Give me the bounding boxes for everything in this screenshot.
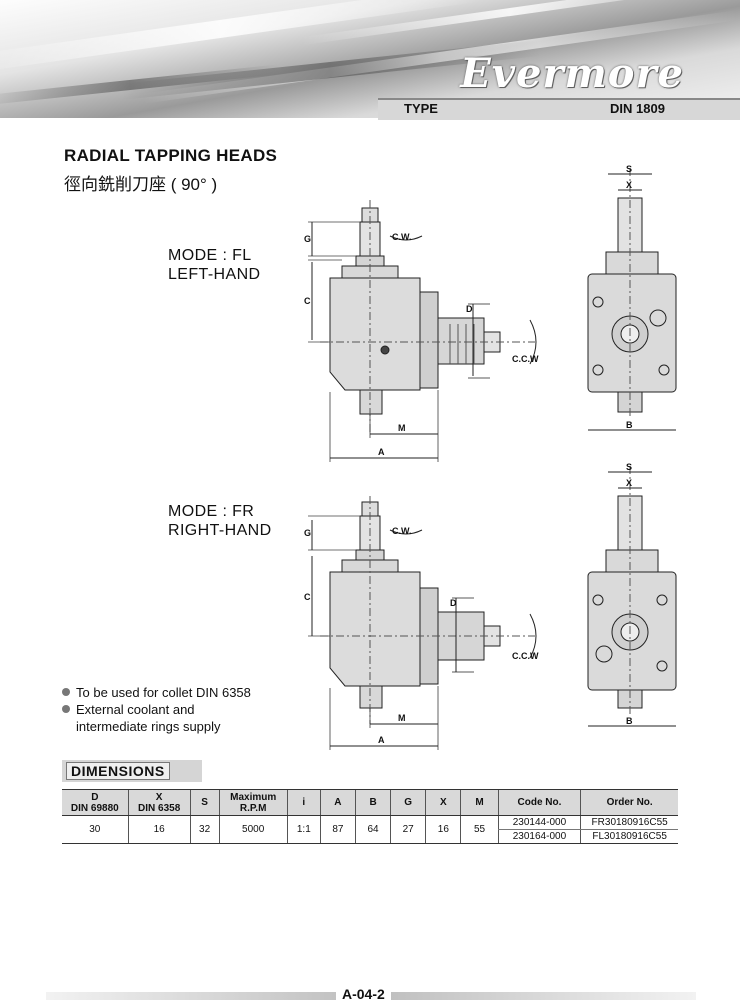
page-title: RADIAL TAPPING HEADS <box>64 146 278 165</box>
col-a: A <box>319 789 356 816</box>
svg-text:X: X <box>626 478 632 488</box>
svg-text:C.C.W: C.C.W <box>512 354 539 364</box>
col-x: X <box>425 789 461 816</box>
code-no-cell: 230164-000 <box>497 829 581 844</box>
mode-fr-label: MODE : FR RIGHT-HAND <box>168 503 272 539</box>
svg-text:A: A <box>378 735 385 745</box>
svg-text:C.C.W: C.C.W <box>512 651 539 661</box>
standard-label: DIN 1809 <box>610 101 665 116</box>
col-s: S <box>189 789 220 816</box>
mode-fl-label: MODE : FL LEFT-HAND <box>168 247 261 283</box>
col-code-no: Code No. <box>497 789 581 816</box>
fl-front-view-drawing: S X B <box>587 164 677 431</box>
svg-text:A: A <box>378 447 385 457</box>
type-bar <box>378 98 740 120</box>
col-m: M <box>460 789 499 816</box>
fr-side-view-drawing: G C D M A C.W. C.C.W <box>304 496 539 750</box>
page-subtitle: 徑向銑削刀座 ( 90° ) <box>64 175 218 194</box>
order-no-cell: FR30180916C55 <box>580 815 678 830</box>
notes-list: To be used for collet DIN 6358 External … <box>62 684 251 735</box>
code-no-cell: 230144-000 <box>497 815 581 830</box>
note-item: External coolant and <box>62 701 251 718</box>
brand-logo: Evermore <box>460 50 684 97</box>
svg-text:S: S <box>626 164 632 174</box>
dimensions-heading: DIMENSIONS <box>62 760 202 782</box>
svg-text:S: S <box>626 462 632 472</box>
svg-text:C: C <box>304 592 311 602</box>
order-no-cell: FL30180916C55 <box>580 829 678 844</box>
svg-text:B: B <box>626 716 633 726</box>
note-item: intermediate rings supply <box>76 719 221 734</box>
fl-side-view-drawing: G C D M A C.W. C.C.W <box>304 200 539 462</box>
svg-text:D: D <box>450 598 457 608</box>
col-b: B <box>354 789 391 816</box>
table-row: 30 16 32 5000 1:1 87 64 27 16 55 230144-… <box>62 815 678 844</box>
svg-text:D: D <box>466 304 473 314</box>
svg-text:C.W.: C.W. <box>392 232 412 242</box>
svg-text:C: C <box>304 296 311 306</box>
svg-text:M: M <box>398 423 406 433</box>
svg-text:X: X <box>626 180 632 190</box>
svg-text:M: M <box>398 713 406 723</box>
svg-text:G: G <box>304 234 311 244</box>
col-i: i <box>286 789 321 816</box>
svg-text:G: G <box>304 528 311 538</box>
fr-front-view-drawing: S X B <box>587 462 677 727</box>
col-order-no: Order No. <box>580 789 678 816</box>
type-label: TYPE <box>404 101 438 116</box>
col-g: G <box>390 789 426 816</box>
svg-text:B: B <box>626 420 633 430</box>
table-row: 230164-000 FL30180916C55 <box>62 829 678 844</box>
page-number: A-04-2 <box>336 986 391 1002</box>
svg-text:C.W.: C.W. <box>392 526 412 536</box>
note-item: To be used for collet DIN 6358 <box>62 684 251 701</box>
